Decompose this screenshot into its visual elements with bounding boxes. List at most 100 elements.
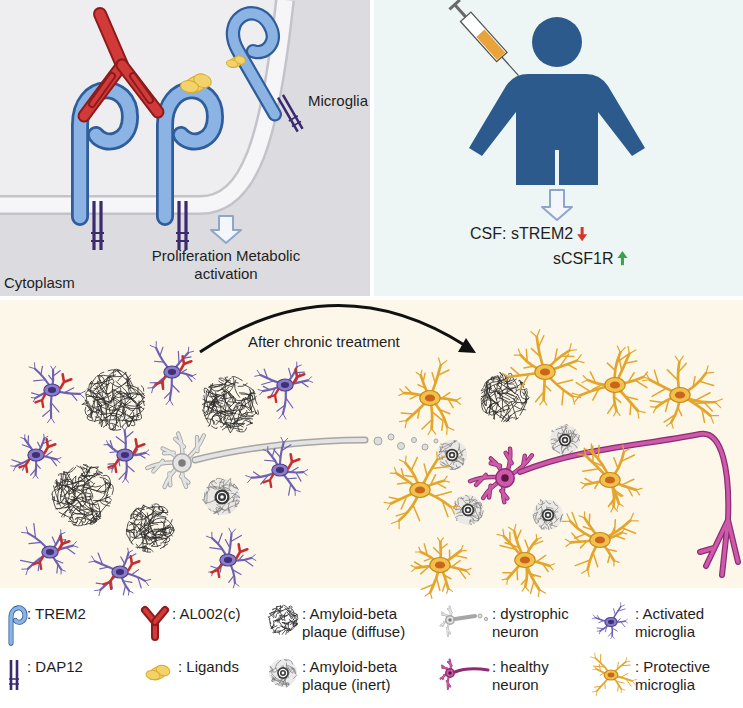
protective-microglia [575,560,590,566]
protective-microglia [614,490,622,496]
protective-microglia [621,455,634,461]
activated-microglia [192,374,196,379]
activated-microglia [621,603,625,607]
al002-antibody [232,544,247,560]
activated-microglia [611,636,614,639]
diffuse-plaque [481,372,529,422]
activated-microglia [258,389,263,395]
protective-microglia [424,464,427,476]
inert-plaque [533,500,563,530]
trem2-receptor [165,90,215,217]
healthy-neuron [520,434,738,575]
protective-microglia [515,553,535,568]
al002-antibody [263,472,277,487]
activated-microglia [44,384,60,396]
activated-microglia [66,547,75,553]
protective-microglia [511,368,520,376]
activated-microglia [279,414,286,419]
activated-microglia [165,391,172,398]
al002-antibody [122,65,158,112]
inert-plaque [220,495,224,499]
protective-microglia [593,552,598,566]
inert-plaque [269,659,297,687]
protective-microglia [399,456,406,463]
activated-microglia [31,398,35,402]
protective-microglia [455,555,467,558]
activated-microglia [625,619,628,622]
protective-microglia [635,380,647,388]
al002-antibody [129,439,144,455]
inert-plaque [550,425,580,455]
protective-microglia [405,475,415,477]
protective-microglia [678,408,682,416]
protective-microglia [591,653,596,658]
activated-microglia [29,542,41,543]
diffuse-plaque [268,605,298,635]
protective-microglia [516,568,518,580]
cell-membrane [0,0,285,205]
protective-microglia [569,344,576,351]
protective-microglia [695,393,710,401]
protective-microglia [626,658,630,662]
inert-plaque [544,511,552,519]
activated-microglia [41,366,42,374]
activated-microglia [80,391,86,398]
dap12-adaptor [91,233,104,241]
dystrophic-neuron [195,440,365,460]
protective-microglia [424,544,427,555]
protective-microglia [706,366,713,373]
protective-microglia [432,467,449,469]
activated-microglia [286,398,293,408]
protective-microglia [521,578,526,584]
inert-plaque [542,509,555,522]
protective-microglia [623,445,630,452]
healthy-neuron [501,474,508,481]
protective-microglia [442,501,448,517]
activated-microglia [46,549,54,555]
protective-microglia [715,399,722,408]
al002-antibody [155,610,165,622]
protective-microglia [621,665,630,667]
activated-microglia [29,363,35,369]
protective-microglia [536,555,546,561]
protective-microglia [458,568,465,578]
activated-microglia [206,528,255,588]
protective-microglia [418,385,425,388]
healthy-neuron [441,660,488,689]
activated-microglia [274,450,281,458]
activated-microglia [178,351,180,363]
protective-microglia [538,336,543,348]
trem2-receptor [224,6,309,114]
protective-microglia [449,550,451,559]
activated-microglia [188,347,193,353]
protective-microglia [497,524,555,596]
inert-plaque [217,492,226,501]
ligand [180,79,200,94]
protective-microglia [617,503,623,508]
activated-microglia [308,377,313,383]
legend-text: : dystrophic neuron [492,605,584,641]
protective-microglia [411,565,416,571]
protective-microglia [625,396,637,399]
protective-microglia [667,370,678,381]
al002-antibody [289,369,304,385]
protective-microglia [440,410,450,414]
protective-microglia [456,398,461,404]
trem2-receptor [224,6,323,137]
ligand [145,669,160,680]
inert-plaque [462,504,475,517]
protective-microglia [636,488,642,494]
protective-microglia [628,488,632,496]
protective-microglia [654,370,658,384]
activated-microglia [231,535,242,541]
inert-plaque [448,451,456,459]
protective-microglia [614,397,621,403]
protective-microglia [530,581,533,593]
activated-microglia [148,342,196,406]
protective-microglia [401,469,403,478]
trem2-receptor [165,90,215,217]
inert-plaque [561,436,569,444]
protective-microglia [678,363,686,372]
al002-antibody [56,374,71,390]
activated-microglia [160,347,163,356]
